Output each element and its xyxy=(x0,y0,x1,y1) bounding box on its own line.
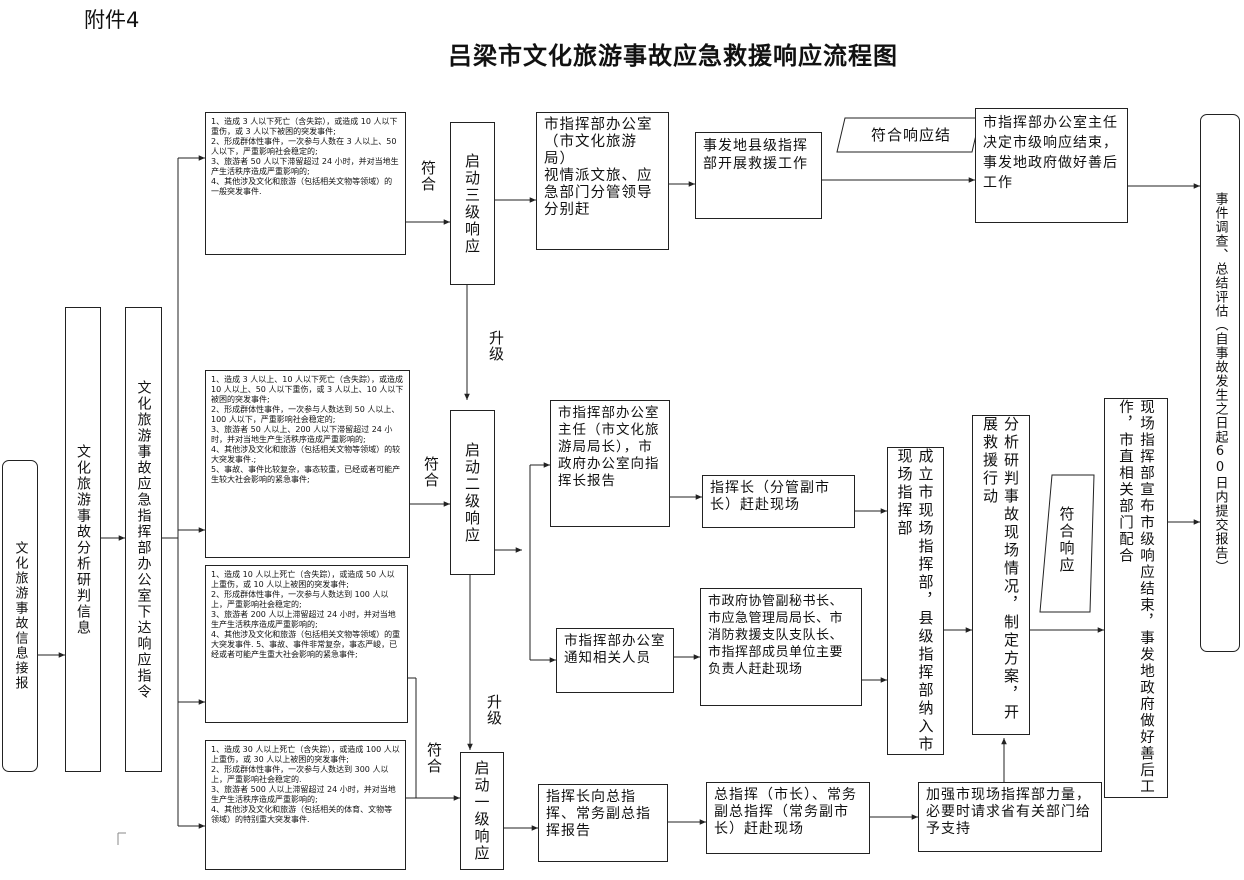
reinforce-box: 加强市现场指挥部力量，必要时请求省有关部门给予支持 xyxy=(918,782,1102,852)
fit-label-2: 符合 xyxy=(422,456,440,488)
level3-criteria: 1、造成 3 人以下死亡（含失踪），或造成 10 人以下重伤，或 3 人以下被困… xyxy=(205,112,406,255)
end2-shape xyxy=(1039,474,1095,613)
level2b-criteria: 1、造成 10 人以上死亡（含失踪），或造成 50 人以上重伤，或 10 人以上… xyxy=(205,565,408,723)
office-report-box: 市指挥部办公室主任（市文化旅游局局长），市政府办公室向指挥长报告 xyxy=(550,400,670,527)
evaluation-box: 事件调查、总结评估（自事故发生之日起60日内提交报告） xyxy=(1200,114,1240,652)
upgrade-label-1: 升级 xyxy=(487,330,505,362)
response-end-label: 符合响应结 xyxy=(870,126,951,144)
county-rescue-box: 事发地县级指挥部开展救援工作 xyxy=(695,132,822,219)
mayor-box: 总指挥（市长）、常务副总指挥（常务副市长）赶赴现场 xyxy=(706,782,870,854)
level3-end-decision: 市指挥部办公室主任决定市级响应结束，事发地政府做好善后工作 xyxy=(975,108,1128,223)
notify-box: 市指挥部办公室通知相关人员 xyxy=(556,628,674,693)
analysis-box: 文化旅游事故分析研判信息 xyxy=(65,307,101,772)
deputy-mayor-box: 指挥长（分管副市长）赶赴现场 xyxy=(702,475,855,528)
end3-shape xyxy=(836,117,981,153)
fit-label-1: 符合 xyxy=(425,742,443,774)
response-end-label-2: 符合响应 xyxy=(1057,506,1076,574)
command-box: 文化旅游事故应急指挥部办公室下达响应指令 xyxy=(125,307,162,772)
fit-label-3: 符合 xyxy=(419,160,437,192)
officials-box: 市政府协管副秘书长、市应急管理局局长、市消防救援支队支队长、市指挥部成员单位主要… xyxy=(700,588,862,706)
level2-response: 启动二级响应 xyxy=(450,410,495,575)
level1-response: 启动一级响应 xyxy=(460,752,504,870)
analysis-rescue-box: 分析研判事故现场情况，制定方案，开展救援行动 xyxy=(972,415,1030,735)
level1-criteria: 1、造成 30 人以上死亡（含失踪），或造成 100 人以上重伤，或 30 人以… xyxy=(205,740,406,870)
page-title: 吕梁市文化旅游事故应急救援响应流程图 xyxy=(448,41,898,70)
site-command-box: 成立市现场指挥部，县级指挥部纳入市现场指挥部 xyxy=(887,447,944,755)
office-dispatch-box: 市指挥部办公室 （市文化旅游局） 视情派文旅、应急部门分管领导分别赶 xyxy=(536,112,669,250)
attachment-label: 附件4 xyxy=(84,8,140,32)
info-report-box: 文化旅游事故信息接报 xyxy=(2,460,38,772)
chief-report-box: 指挥长向总指挥、常务副总指挥报告 xyxy=(538,784,668,862)
upgrade-label-2: 升级 xyxy=(485,694,503,726)
final-end-box: 现场指挥部宣布市级响应结束，事发地政府做好善后工作，市直相关部门配合 xyxy=(1104,398,1168,798)
level2-criteria: 1、造成 3 人以上、10 人以下死亡（含失踪），或造成 10 人以上、50 人… xyxy=(205,370,410,558)
level3-response: 启动三级响应 xyxy=(450,122,495,285)
